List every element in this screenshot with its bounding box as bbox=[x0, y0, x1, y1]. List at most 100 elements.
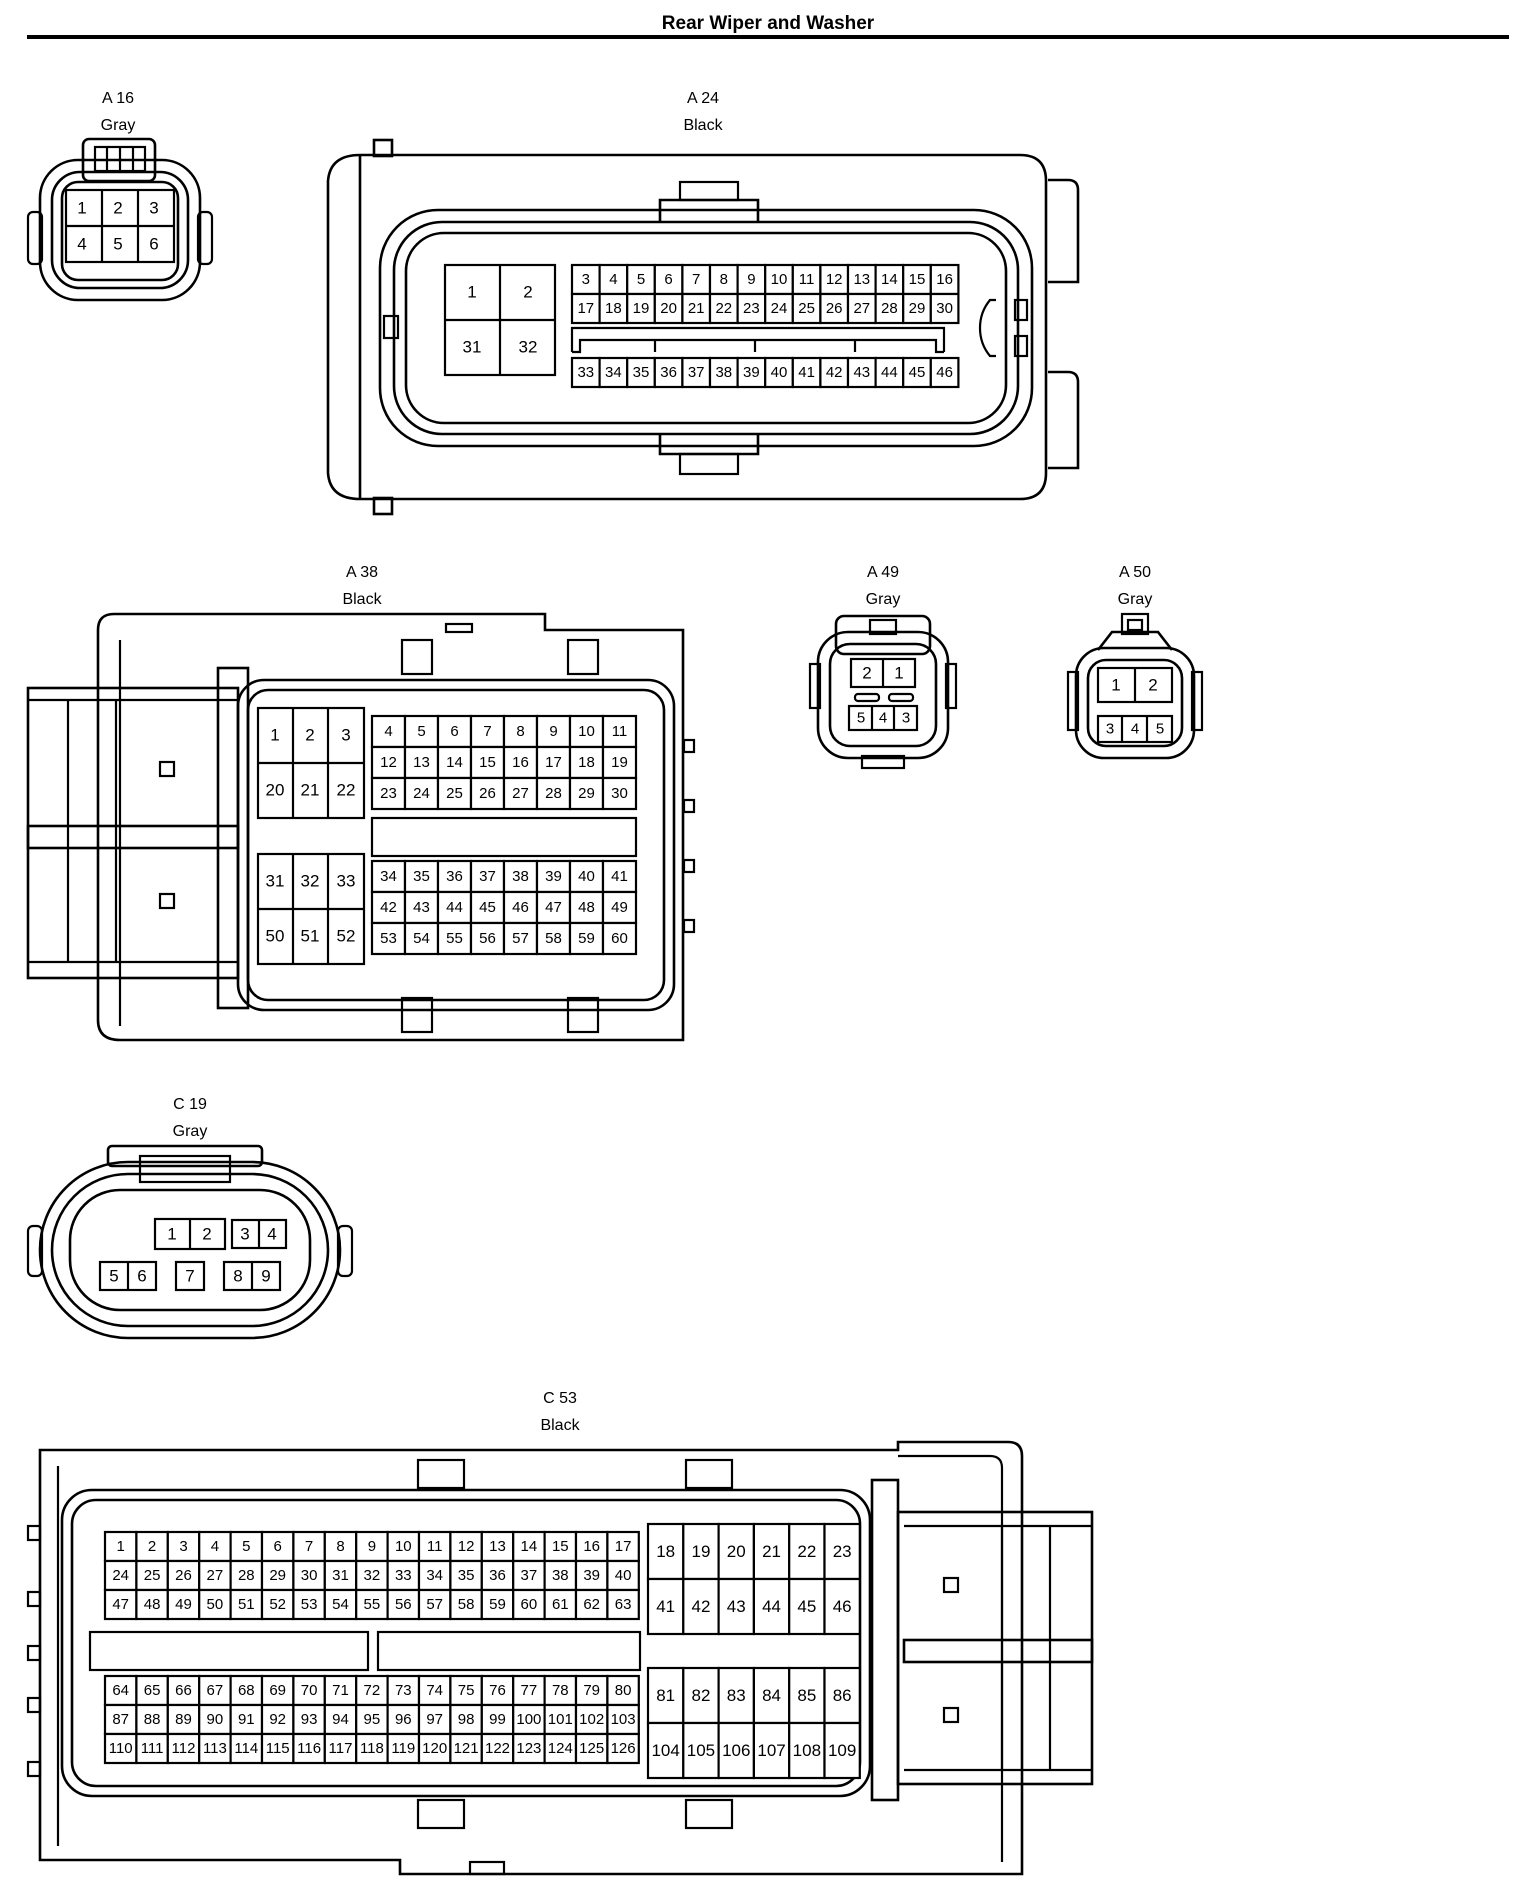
pin-number: 38 bbox=[552, 1567, 569, 1584]
pin-number: 80 bbox=[615, 1682, 632, 1699]
pin-number: 22 bbox=[797, 1542, 816, 1561]
svg-text:2: 2 bbox=[202, 1225, 211, 1244]
pin-number: 29 bbox=[269, 1567, 286, 1584]
pin-number: 49 bbox=[175, 1596, 192, 1613]
pin-number: 27 bbox=[853, 300, 870, 317]
pin-number: 25 bbox=[798, 300, 815, 317]
pin-number: 22 bbox=[715, 300, 732, 317]
connector-a38-housing bbox=[26, 612, 696, 1042]
pin-number: 20 bbox=[727, 1542, 746, 1561]
pin-number: 32 bbox=[364, 1567, 381, 1584]
pin-number: 4 bbox=[384, 723, 392, 740]
pin-number: 15 bbox=[479, 754, 496, 771]
pin-number: 3 bbox=[179, 1538, 187, 1555]
pin-number: 9 bbox=[549, 723, 557, 740]
pin-number: 79 bbox=[583, 1682, 600, 1699]
svg-text:52: 52 bbox=[337, 927, 356, 946]
pin-number: 38 bbox=[715, 364, 732, 381]
pin-number: 37 bbox=[479, 868, 496, 885]
pin-number: 39 bbox=[583, 1567, 600, 1584]
svg-text:2: 2 bbox=[113, 199, 122, 218]
pin-number: 39 bbox=[545, 868, 562, 885]
pin-number: 35 bbox=[413, 868, 430, 885]
pin-number: 57 bbox=[426, 1596, 443, 1613]
pin-number: 58 bbox=[458, 1596, 475, 1613]
pin-number: 66 bbox=[175, 1682, 192, 1699]
pin-number: 43 bbox=[727, 1597, 746, 1616]
svg-text:32: 32 bbox=[301, 872, 320, 891]
pin-number: 74 bbox=[426, 1682, 443, 1699]
pin-number: 47 bbox=[112, 1596, 129, 1613]
pin-number: 8 bbox=[720, 271, 728, 288]
connector-c53-color: Black bbox=[540, 1417, 580, 1434]
pin-number: 102 bbox=[579, 1711, 604, 1728]
pin-number: 55 bbox=[446, 930, 463, 947]
pin-number: 53 bbox=[380, 930, 397, 947]
svg-text:2: 2 bbox=[862, 664, 871, 683]
pin-number: 24 bbox=[771, 300, 788, 317]
pin-number: 93 bbox=[301, 1711, 318, 1728]
pin-number: 6 bbox=[274, 1538, 282, 1555]
pin-number: 122 bbox=[485, 1740, 510, 1757]
connector-c53-id: C 53 bbox=[543, 1390, 577, 1407]
pin-number: 6 bbox=[450, 723, 458, 740]
pin-number: 46 bbox=[936, 364, 953, 381]
pin-number: 14 bbox=[521, 1538, 538, 1555]
pin-number: 46 bbox=[833, 1597, 852, 1616]
pin-number: 95 bbox=[364, 1711, 381, 1728]
pin-number: 83 bbox=[727, 1686, 746, 1705]
pin-number: 45 bbox=[797, 1597, 816, 1616]
pin-number: 26 bbox=[479, 785, 496, 802]
pin-number: 50 bbox=[207, 1596, 224, 1613]
svg-text:4: 4 bbox=[267, 1225, 276, 1244]
pin-number: 18 bbox=[605, 300, 622, 317]
pin-number: 78 bbox=[552, 1682, 569, 1699]
pin-number: 35 bbox=[458, 1567, 475, 1584]
pin-number: 12 bbox=[826, 271, 843, 288]
svg-text:6: 6 bbox=[149, 235, 158, 254]
pin-number: 44 bbox=[881, 364, 898, 381]
pin-number: 29 bbox=[909, 300, 926, 317]
svg-text:4: 4 bbox=[879, 710, 887, 727]
pin-number: 88 bbox=[144, 1711, 161, 1728]
pin-number: 41 bbox=[656, 1597, 675, 1616]
pin-number: 5 bbox=[242, 1538, 250, 1555]
connector-c53: C 53 Black bbox=[26, 1390, 1094, 1876]
pin-number: 5 bbox=[637, 271, 645, 288]
svg-text:51: 51 bbox=[301, 927, 320, 946]
pin-number: 125 bbox=[579, 1740, 604, 1757]
pin-number: 69 bbox=[269, 1682, 286, 1699]
pin-number: 40 bbox=[615, 1567, 632, 1584]
pin-number: 38 bbox=[512, 868, 529, 885]
svg-text:32: 32 bbox=[519, 338, 538, 357]
pin-number: 106 bbox=[722, 1741, 750, 1760]
pin-number: 41 bbox=[611, 868, 628, 885]
pin-number: 42 bbox=[826, 364, 843, 381]
pin-number: 11 bbox=[427, 1538, 443, 1555]
pin-number: 25 bbox=[446, 785, 463, 802]
pin-number: 3 bbox=[582, 271, 590, 288]
pin-number: 111 bbox=[141, 1740, 164, 1757]
page-title: Rear Wiper and Washer bbox=[662, 13, 875, 34]
pin-number: 18 bbox=[656, 1542, 675, 1561]
pin-number: 11 bbox=[612, 723, 628, 740]
svg-text:3: 3 bbox=[1106, 721, 1114, 738]
connector-c19-pins: 1 2 3 4 5 6 7 8 9 bbox=[98, 1217, 288, 1292]
pin-number: 114 bbox=[234, 1740, 258, 1757]
pin-number: 2 bbox=[148, 1538, 156, 1555]
svg-text:3: 3 bbox=[149, 199, 158, 218]
pin-number: 16 bbox=[936, 271, 953, 288]
pin-number: 49 bbox=[611, 899, 628, 916]
pin-number: 15 bbox=[909, 271, 926, 288]
pin-number: 97 bbox=[426, 1711, 443, 1728]
pin-number: 41 bbox=[798, 364, 815, 381]
pin-number: 54 bbox=[332, 1596, 349, 1613]
pin-number: 10 bbox=[771, 271, 788, 288]
svg-text:2: 2 bbox=[305, 726, 314, 745]
pin-number: 113 bbox=[203, 1740, 227, 1757]
pin-number: 123 bbox=[516, 1740, 541, 1757]
